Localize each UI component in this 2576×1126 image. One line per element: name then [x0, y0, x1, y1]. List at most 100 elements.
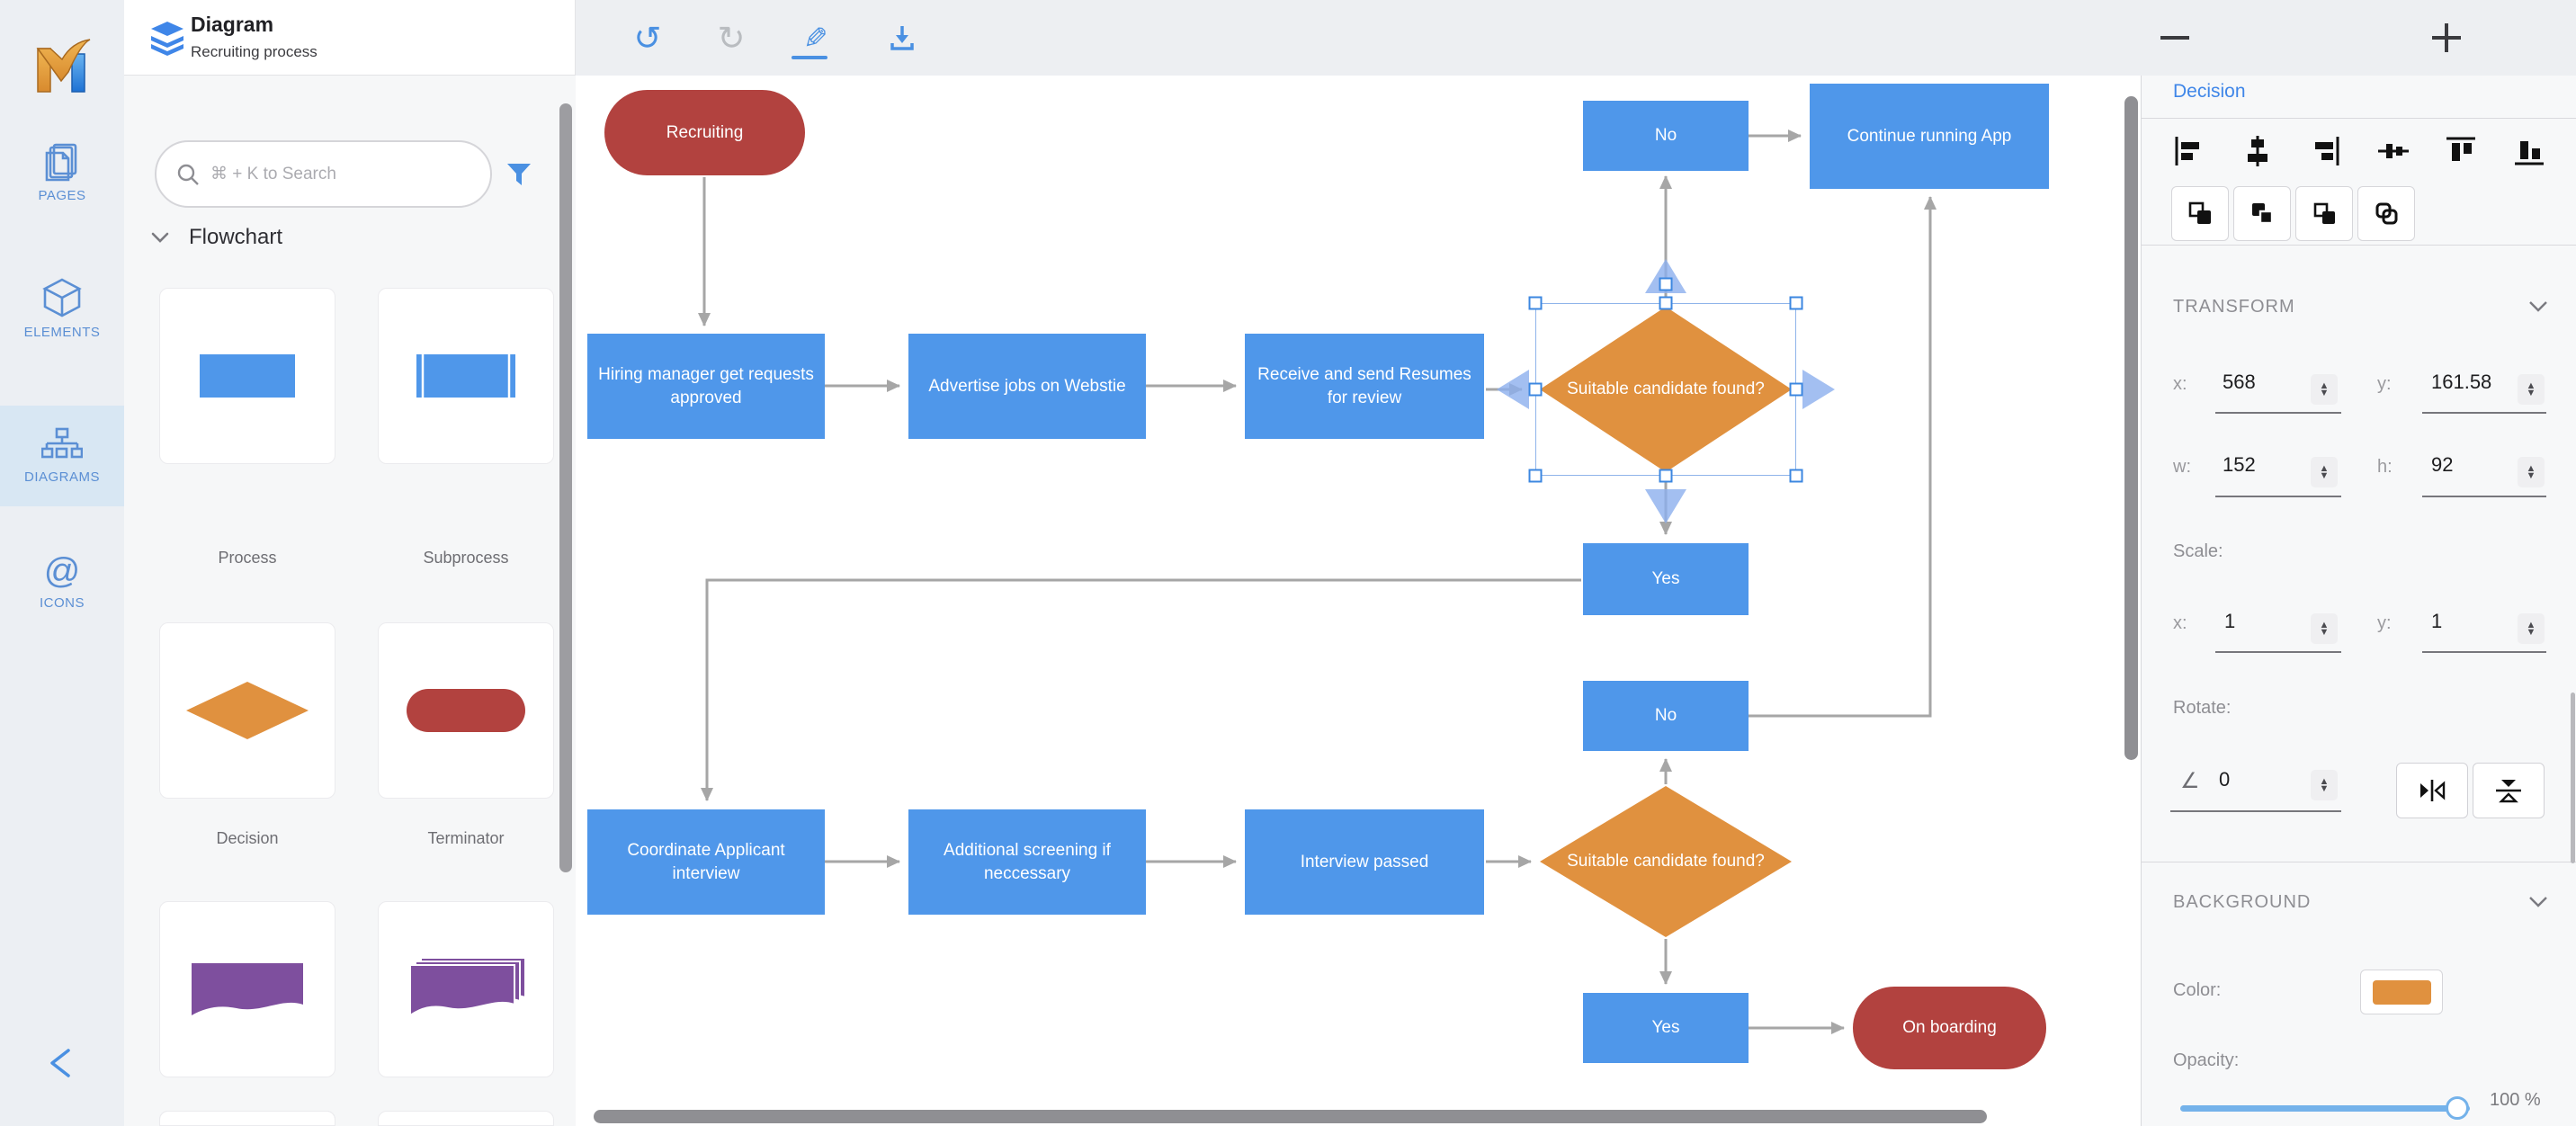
- rotate-stepper[interactable]: ▲▼: [2311, 770, 2338, 800]
- transform-collapse-chevron-icon[interactable]: [2528, 300, 2548, 313]
- selection-handle[interactable]: [1528, 296, 1543, 310]
- download-button[interactable]: [880, 0, 925, 76]
- flow-node-coordinate[interactable]: Coordinate Applicant interview: [587, 809, 825, 915]
- sidebar-item-icons[interactable]: @ ICONS: [0, 553, 124, 611]
- sidebar-item-diagrams[interactable]: DIAGRAMS: [0, 406, 124, 506]
- rotate-field[interactable]: 0: [2219, 768, 2231, 791]
- selection-handle[interactable]: [1528, 469, 1543, 483]
- document-subtitle[interactable]: Recruiting process: [191, 43, 318, 60]
- canvas-vertical-scrollbar[interactable]: [2124, 96, 2138, 760]
- shape-card-subprocess[interactable]: [378, 288, 554, 464]
- filter-funnel-icon[interactable]: [505, 162, 532, 191]
- selection-handle[interactable]: [1789, 469, 1803, 483]
- opacity-slider[interactable]: [2180, 1105, 2470, 1112]
- send-backward-button[interactable]: [2233, 186, 2291, 241]
- flow-node-onboarding[interactable]: On boarding: [1853, 987, 2046, 1069]
- selection-handle[interactable]: [1528, 382, 1543, 397]
- align-left-icon[interactable]: [2174, 136, 2205, 166]
- flip-vertical-button[interactable]: [2473, 763, 2545, 818]
- x-field[interactable]: 568: [2223, 371, 2256, 393]
- align-right-icon[interactable]: [2310, 136, 2340, 166]
- sidebar-label: PAGES: [38, 188, 86, 203]
- undo-button[interactable]: ↺: [625, 0, 670, 76]
- library-section-row[interactable]: Flowchart: [151, 225, 282, 250]
- w-stepper[interactable]: ▲▼: [2311, 457, 2338, 487]
- chevron-down-icon: [151, 232, 169, 243]
- y-stepper[interactable]: ▲▼: [2518, 374, 2545, 405]
- w-field[interactable]: 152: [2223, 453, 2256, 476]
- download-icon: [890, 26, 914, 50]
- subprocess-shape-thumb: [416, 354, 515, 398]
- redo-button[interactable]: ↻: [709, 0, 754, 76]
- shape-card-partial[interactable]: [378, 1111, 554, 1126]
- x-stepper[interactable]: ▲▼: [2311, 374, 2338, 405]
- send-to-back-icon: [2375, 202, 2397, 225]
- align-middle-vertical-icon[interactable]: [2377, 136, 2409, 166]
- flow-node-yes2[interactable]: Yes: [1583, 993, 1749, 1063]
- flow-node-continue[interactable]: Continue running App: [1810, 84, 2049, 189]
- shape-card-process[interactable]: [159, 288, 335, 464]
- align-top-icon[interactable]: [2446, 136, 2476, 166]
- canvas-horizontal-scrollbar[interactable]: [594, 1110, 1987, 1123]
- shape-card-documents[interactable]: [378, 901, 554, 1077]
- sidebar-item-elements[interactable]: ELEMENTS: [0, 277, 124, 340]
- background-color-swatch[interactable]: [2360, 970, 2443, 1014]
- top-toolbar: ↺ ↻ ✎: [576, 0, 2576, 76]
- decision-shape-thumb: [186, 682, 309, 739]
- shape-card-partial[interactable]: [159, 1111, 335, 1126]
- redo-icon: ↻: [717, 19, 746, 57]
- scale-y-field[interactable]: 1: [2431, 610, 2443, 632]
- app-logo-icon[interactable]: [32, 36, 92, 99]
- h-stepper[interactable]: ▲▼: [2518, 457, 2545, 487]
- selection-handle[interactable]: [1659, 469, 1673, 483]
- library-scrollbar[interactable]: [559, 103, 572, 872]
- flow-node-interview[interactable]: Interview passed: [1245, 809, 1484, 915]
- selection-frame: [1535, 303, 1796, 476]
- zoom-out-button[interactable]: [2157, 0, 2193, 76]
- flip-horizontal-button[interactable]: [2396, 763, 2468, 818]
- opacity-slider-thumb[interactable]: [2446, 1096, 2469, 1120]
- h-field[interactable]: 92: [2431, 453, 2454, 476]
- sidebar-item-pages[interactable]: PAGES: [0, 142, 124, 203]
- send-to-back-button[interactable]: [2357, 186, 2415, 241]
- edit-mode-button[interactable]: ✎: [792, 0, 838, 76]
- inspector-scrollbar[interactable]: [2571, 693, 2575, 863]
- bring-to-front-button[interactable]: [2295, 186, 2353, 241]
- align-toolbar: [2174, 136, 2545, 166]
- selection-handle[interactable]: [1659, 296, 1673, 310]
- y-field[interactable]: 161.58: [2431, 371, 2492, 393]
- scale-x-field[interactable]: 1: [2224, 610, 2236, 632]
- shape-card-decision[interactable]: [159, 622, 335, 799]
- selection-handle[interactable]: [1789, 296, 1803, 310]
- terminator-shape-thumb: [407, 689, 525, 732]
- documents-shape-thumb: [409, 957, 526, 1017]
- pencil-icon: ✎: [803, 21, 828, 55]
- selection-handle[interactable]: [1789, 382, 1803, 397]
- quick-connect-down-icon[interactable]: [1645, 489, 1686, 523]
- align-bottom-icon[interactable]: [2514, 136, 2545, 166]
- background-collapse-chevron-icon[interactable]: [2528, 896, 2548, 908]
- flow-node-no2[interactable]: No: [1583, 681, 1749, 751]
- quick-connect-right-icon[interactable]: [1802, 370, 1835, 409]
- canvas[interactable]: [576, 76, 2141, 1126]
- zoom-in-button[interactable]: [2428, 0, 2464, 76]
- scale-x-stepper[interactable]: ▲▼: [2311, 613, 2338, 644]
- search-input[interactable]: ⌘ + K to Search: [155, 140, 492, 208]
- flow-node-no1[interactable]: No: [1583, 101, 1749, 171]
- shape-card-document[interactable]: [159, 901, 335, 1077]
- document-title[interactable]: Diagram: [191, 13, 274, 36]
- flow-node-advertise[interactable]: Advertise jobs on Webstie: [908, 334, 1146, 439]
- flow-node-hiring[interactable]: Hiring manager get requests approved: [587, 334, 825, 439]
- flow-node-additional[interactable]: Additional screening if neccessary: [908, 809, 1146, 915]
- scale-y-stepper[interactable]: ▲▼: [2518, 613, 2545, 644]
- align-center-horizontal-icon[interactable]: [2242, 136, 2273, 166]
- selection-handle[interactable]: [1659, 277, 1673, 291]
- flow-node-recruiting[interactable]: Recruiting: [604, 90, 805, 175]
- flow-node-receive[interactable]: Receive and send Resumes for review: [1245, 334, 1484, 439]
- quick-connect-left-icon[interactable]: [1497, 370, 1529, 409]
- bring-forward-button[interactable]: [2171, 186, 2229, 241]
- flow-node-yes1[interactable]: Yes: [1583, 543, 1749, 615]
- collapse-panel-chevron-icon[interactable]: [47, 1047, 74, 1079]
- inspector-panel: Decision TRANSFORM: [2141, 76, 2576, 1126]
- shape-card-terminator[interactable]: [378, 622, 554, 799]
